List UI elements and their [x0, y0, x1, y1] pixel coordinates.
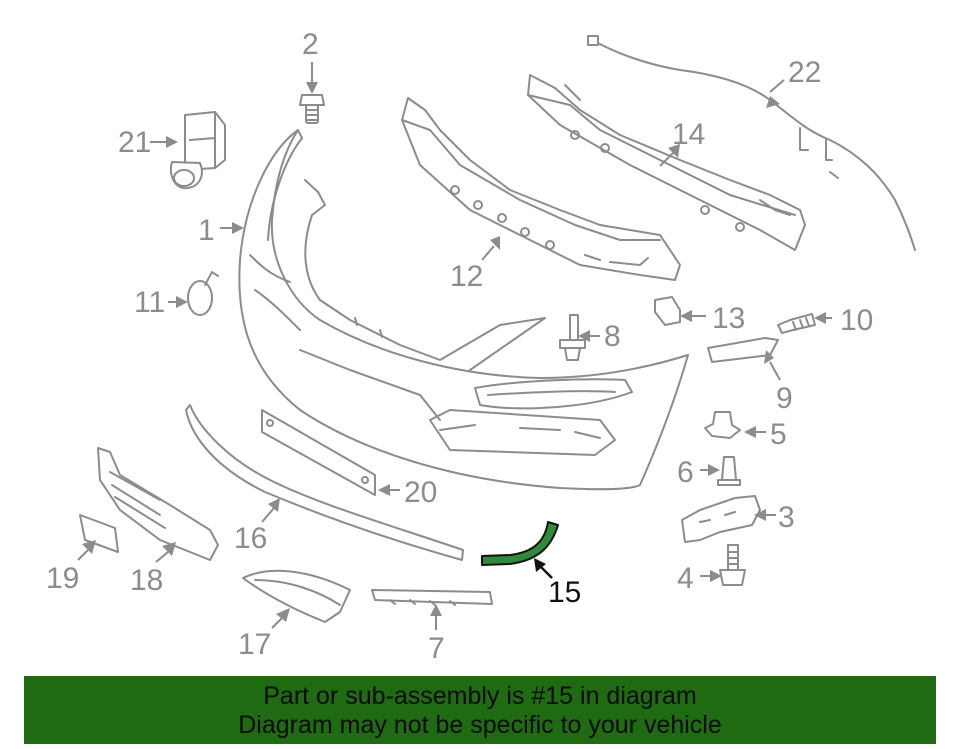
part-sensor[interactable] [169, 111, 226, 190]
callout-2: 2 [302, 28, 319, 61]
callout-17: 17 [238, 628, 271, 661]
part-17[interactable] [242, 569, 351, 623]
callout-labels: 2 21 1 11 12 14 22 13 8 10 9 5 6 3 4 20 … [46, 28, 873, 665]
callout-18: 18 [130, 564, 163, 597]
callout-15: 15 [548, 576, 581, 609]
part-19[interactable] [79, 514, 119, 553]
part-bumper-cover[interactable] [238, 129, 689, 491]
callout-10: 10 [840, 304, 873, 337]
callout-8: 8 [604, 320, 621, 353]
callout-11: 11 [134, 286, 165, 319]
part-wiring-harness[interactable] [587, 35, 916, 251]
banner-line-1: Part or sub-assembly is #15 in diagram [263, 682, 697, 710]
part-pin-6[interactable] [717, 456, 741, 486]
part-9[interactable] [707, 337, 779, 363]
part-grille-18[interactable] [97, 447, 219, 561]
callout-9: 9 [776, 382, 793, 415]
part-plate-20[interactable] [261, 409, 376, 496]
part-13[interactable] [654, 296, 681, 326]
part-bracket-3[interactable] [681, 495, 761, 543]
callout-7: 7 [428, 632, 445, 665]
callout-5: 5 [770, 418, 787, 451]
part-clip-11[interactable] [187, 271, 219, 316]
callout-22: 22 [788, 56, 821, 89]
callout-14: 14 [672, 118, 705, 151]
info-banner: Part or sub-assembly is #15 in diagram D… [24, 676, 936, 744]
part-7[interactable] [371, 589, 493, 606]
part-screw-10[interactable] [777, 313, 816, 334]
callout-16: 16 [234, 522, 267, 555]
callout-1: 1 [198, 214, 215, 247]
part-bracket-12[interactable] [401, 97, 681, 281]
callout-3: 3 [778, 501, 795, 534]
part-15-highlighted[interactable] [481, 521, 559, 566]
part-reinforcement-14[interactable] [527, 74, 806, 251]
leader-lines [77, 62, 832, 630]
callout-20: 20 [404, 476, 437, 509]
banner-line-2: Diagram may not be specific to your vehi… [238, 711, 722, 739]
callout-12: 12 [450, 260, 483, 293]
callout-4: 4 [677, 562, 694, 595]
part-bolt-2[interactable] [299, 94, 325, 124]
callout-19: 19 [46, 562, 79, 595]
callout-21: 21 [118, 126, 151, 159]
part-strip-16[interactable] [185, 404, 464, 561]
part-nut-5[interactable] [704, 411, 741, 439]
callout-6: 6 [677, 456, 694, 489]
parts-diagram: 2 21 1 11 12 14 22 13 8 10 9 5 6 3 4 20 … [46, 28, 916, 665]
part-bolt-4[interactable] [719, 544, 746, 586]
callout-13: 13 [712, 302, 745, 335]
part-stud-8[interactable] [559, 314, 586, 361]
